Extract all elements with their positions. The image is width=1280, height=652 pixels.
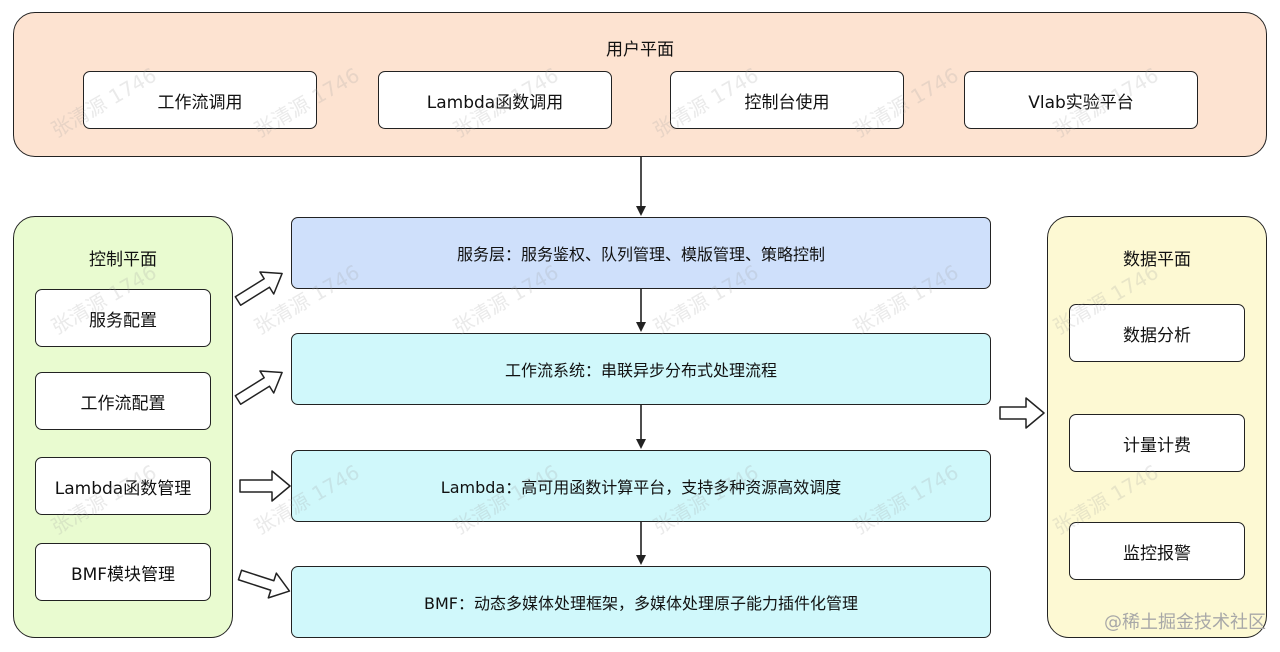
control-item-workflow-config: 工作流配置: [35, 372, 211, 430]
user-item-vlab: Vlab实验平台: [964, 71, 1198, 129]
user-plane-title: 用户平面: [606, 40, 674, 60]
data-item-monitoring: 监控报警: [1069, 522, 1245, 580]
user-item-lambda-call: Lambda函数调用: [378, 71, 612, 129]
data-item-analysis: 数据分析: [1069, 304, 1245, 362]
control-item-service-config: 服务配置: [35, 289, 211, 347]
user-item-workflow-call: 工作流调用: [83, 71, 317, 129]
control-plane-title: 控制平面: [89, 250, 157, 270]
block-arrow-control-to-workflow: [234, 370, 283, 405]
control-item-bmf-manage: BMF模块管理: [35, 543, 211, 601]
data-plane-title: 数据平面: [1123, 250, 1191, 270]
source-credit: @稀土掘金技术社区: [1104, 612, 1266, 633]
block-arrow-control-to-service: [234, 271, 283, 306]
layer-workflow: 工作流系统：串联异步分布式处理流程: [291, 333, 991, 405]
layer-bmf: BMF：动态多媒体处理框架，多媒体处理原子能力插件化管理: [291, 566, 991, 638]
data-item-billing: 计量计费: [1069, 414, 1245, 472]
layer-service: 服务层：服务鉴权、队列管理、模版管理、策略控制: [291, 217, 991, 289]
block-arrow-control-to-lambda: [239, 470, 291, 502]
layer-lambda: Lambda：高可用函数计算平台，支持多种资源高效调度: [291, 450, 991, 522]
block-arrow-to-data-plane: [999, 397, 1045, 429]
control-item-lambda-manage: Lambda函数管理: [35, 457, 211, 515]
user-item-console: 控制台使用: [670, 71, 904, 129]
block-arrow-control-to-bmf: [237, 569, 291, 599]
